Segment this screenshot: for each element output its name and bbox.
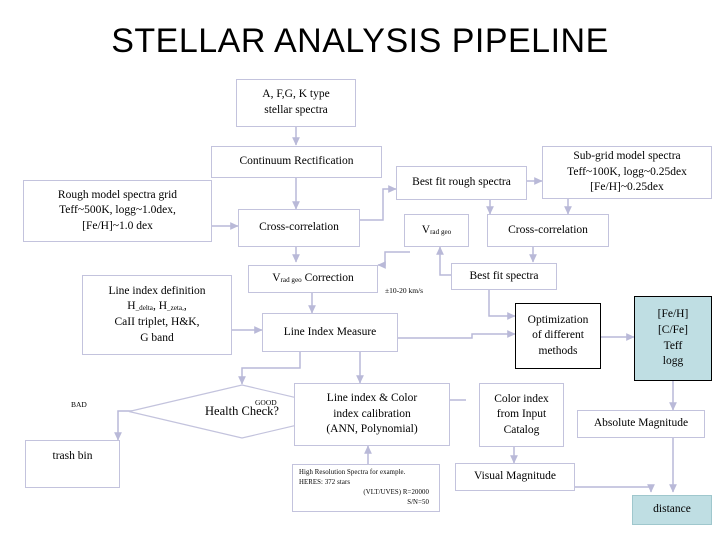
page-title: STELLAR ANALYSIS PIPELINE <box>111 22 609 60</box>
node-subgrid-model-spectra-label: Sub-grid model spectra Teff~100K, logg~0… <box>567 150 687 194</box>
node-line-color-calibration[interactable]: Line index & Color index calibration (AN… <box>294 383 450 446</box>
node-color-index-catalog-label: Color index from Input Catalog <box>494 392 549 436</box>
node-distance-label: distance <box>653 503 691 516</box>
node-high-res-spectra-line4: S/N=50 <box>407 499 429 507</box>
node-rough-model-grid[interactable]: Rough model spectra grid Teff~500K, logg… <box>23 180 212 242</box>
node-best-fit-spectra-label: Best fit spectra <box>469 269 539 282</box>
node-line-index-definition-line3: CaII triplet, H&K, <box>114 316 200 328</box>
node-best-fit-rough-spectra[interactable]: Best fit rough spectra <box>396 166 527 200</box>
node-input-spectra-label: A, F,G, K type stellar spectra <box>262 88 330 116</box>
node-input-spectra[interactable]: A, F,G, K type stellar spectra <box>236 79 356 127</box>
node-line-index-definition-line2: H_delta, H_zeta,, <box>127 300 187 313</box>
edge-label-good: GOOD <box>255 398 277 407</box>
node-absolute-magnitude[interactable]: Absolute Magnitude <box>577 410 705 438</box>
node-continuum-rectification-label: Continuum Rectification <box>239 155 354 168</box>
node-line-color-calibration-label: Line index & Color index calibration (AN… <box>326 392 418 436</box>
node-vrad-geo-label: Vrad geo <box>421 223 452 236</box>
node-best-fit-spectra[interactable]: Best fit spectra <box>451 263 557 290</box>
node-vrad-geo-correction-label: Vrad geo Correction <box>272 272 354 285</box>
node-rough-model-grid-label: Rough model spectra grid Teff~500K, logg… <box>57 188 178 232</box>
node-cross-correlation-1-label: Cross-correlation <box>259 221 339 234</box>
node-optimization[interactable]: Optimization of different methods <box>515 303 601 369</box>
node-line-index-definition[interactable]: Line index definition H_delta, H_zeta,, … <box>82 275 232 355</box>
node-best-fit-rough-spectra-label: Best fit rough spectra <box>412 176 511 189</box>
node-subgrid-model-spectra[interactable]: Sub-grid model spectra Teff~100K, logg~0… <box>542 146 712 199</box>
node-line-index-measure-label: Line Index Measure <box>283 325 377 338</box>
node-stellar-parameters-label: [Fe/H] [C/Fe] Teff logg <box>657 308 689 368</box>
node-visual-magnitude-label: Visual Magnitude <box>473 470 557 483</box>
node-trash-bin-label: trash bin <box>52 450 93 462</box>
node-visual-magnitude[interactable]: Visual Magnitude <box>455 463 575 491</box>
edge-label-bad: BAD <box>71 400 87 409</box>
node-optimization-label: Optimization of different methods <box>527 313 589 357</box>
node-line-index-definition-line1: Line index definition <box>108 284 206 297</box>
node-line-index-measure[interactable]: Line Index Measure <box>262 313 398 352</box>
node-continuum-rectification[interactable]: Continuum Rectification <box>211 146 382 178</box>
node-stellar-parameters[interactable]: [Fe/H] [C/Fe] Teff logg <box>634 296 712 381</box>
node-color-index-catalog[interactable]: Color index from Input Catalog <box>479 383 564 447</box>
node-cross-correlation-2[interactable]: Cross-correlation <box>487 214 609 247</box>
node-distance[interactable]: distance <box>632 495 712 525</box>
node-high-res-spectra-line2: HERES: 372 stars <box>299 478 351 486</box>
node-trash-bin[interactable]: trash bin <box>25 440 120 488</box>
edge-label-velocity-uncertainty: ±10-20 km/s <box>385 286 424 295</box>
node-cross-correlation-2-label: Cross-correlation <box>508 223 588 236</box>
node-line-index-definition-line4: G band <box>140 331 174 344</box>
node-vrad-geo[interactable]: Vrad geo <box>404 214 469 247</box>
node-cross-correlation-1[interactable]: Cross-correlation <box>238 209 360 247</box>
node-vrad-geo-correction[interactable]: Vrad geo Correction <box>248 265 378 293</box>
node-absolute-magnitude-label: Absolute Magnitude <box>593 417 689 430</box>
node-high-res-spectra-line3: (VLT/UVES) R=20000 <box>363 489 429 496</box>
node-high-res-spectra-line1: High Resolution Spectra for example. <box>299 468 406 476</box>
node-high-res-spectra[interactable]: High Resolution Spectra for example. HER… <box>292 464 440 512</box>
